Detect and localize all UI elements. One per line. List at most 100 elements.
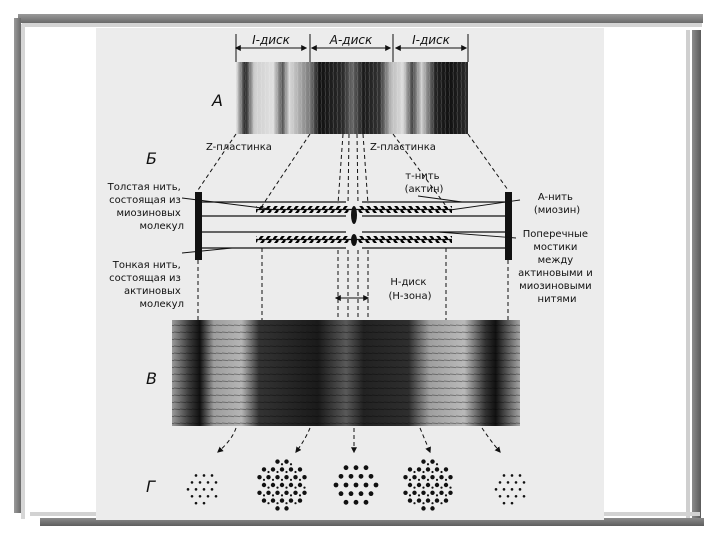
actin-dot [186, 488, 190, 491]
actin-dot [435, 478, 439, 481]
actin-dot [276, 486, 279, 489]
actin-dot [276, 502, 279, 505]
myosin-dot [284, 490, 289, 495]
myosin-dot [443, 467, 449, 472]
myosin-dot [421, 506, 426, 511]
actin-dot [202, 501, 206, 505]
myosin-dot [270, 498, 276, 503]
myosin-dot [443, 498, 449, 503]
actin-dot [198, 481, 202, 484]
actin-dot [502, 501, 506, 505]
cross-section-4 [403, 459, 453, 511]
myosin-dot [412, 475, 417, 480]
thick-filament-label: Толстая нить, состоящая из миозиновых мо… [107, 182, 184, 232]
actin-dot [294, 486, 297, 489]
frame-bottom-bar [40, 518, 704, 526]
myosin-dot [434, 467, 440, 472]
actin-dot [267, 486, 270, 489]
myosin-dot [343, 482, 349, 488]
myosin-dot [421, 459, 426, 464]
myosin-dot [430, 490, 435, 495]
actin-dot [408, 494, 412, 497]
myosin-dot [403, 475, 408, 480]
actin-dot [285, 502, 288, 505]
actin-dot [506, 481, 510, 484]
myosin-dot [353, 482, 359, 488]
myosin-dot [288, 482, 294, 488]
actin-dot [449, 486, 452, 489]
myosin-dot [407, 482, 413, 488]
myosin-dot [407, 498, 413, 503]
actin-dot [298, 494, 302, 497]
panel-letter-d: Г [146, 477, 156, 496]
cross-section-2 [257, 459, 307, 511]
actin-dot [417, 494, 421, 497]
myosin-dot [434, 498, 440, 503]
myosin-dot [412, 490, 417, 495]
cross-sections [186, 459, 526, 511]
sarcomere-schematic [195, 192, 512, 260]
myosin-dot [358, 473, 364, 479]
frame-right-highlight [686, 30, 690, 520]
actin-dot [303, 486, 306, 489]
myosin-dot [266, 490, 271, 495]
myosin-dot [439, 490, 444, 495]
myosin-dot [443, 482, 449, 488]
projection-lines-bottom [197, 248, 509, 320]
actin-dot [494, 488, 498, 491]
myosin-dot [338, 473, 344, 479]
myosin-dot [348, 491, 354, 497]
actin-dot [194, 474, 198, 477]
myosin-dot [293, 475, 298, 480]
actin-dot [289, 463, 293, 466]
myosin-dot [284, 459, 289, 464]
micrograph-a [236, 62, 468, 134]
myosin-dot [297, 482, 303, 488]
myosin-dot [293, 490, 298, 495]
actin-dot [502, 474, 506, 477]
actin-dot [426, 494, 430, 497]
actin-dot [413, 486, 416, 489]
actin-dot [510, 474, 514, 477]
cross-section-3 [333, 465, 379, 505]
myosin-dot [261, 467, 267, 472]
myosin-dot [302, 490, 307, 495]
cross-section-5 [494, 474, 526, 505]
actin-dot [514, 481, 518, 484]
myosin-dot [368, 473, 374, 479]
myosin-dot [261, 498, 267, 503]
band-headings: I-диск A-диск I-диск [234, 33, 469, 62]
myosin-dot [257, 490, 262, 495]
actin-dot [498, 494, 502, 498]
a-disk-label: A-диск [329, 33, 373, 47]
myosin-dot [338, 491, 344, 497]
myosin-dot [363, 465, 369, 471]
myosin-dot [279, 467, 285, 472]
actin-dot [206, 481, 210, 484]
myosin-dot [434, 482, 440, 488]
actin-dot [408, 478, 412, 481]
actin-dot [280, 494, 284, 497]
actin-dot [426, 463, 430, 466]
actin-dot [214, 481, 218, 484]
myosin-dot [425, 482, 431, 488]
actin-dot [285, 486, 288, 489]
actin-dot [294, 502, 297, 505]
myosin-dot [430, 506, 435, 511]
i-disk-left-label: I-диск [252, 33, 291, 47]
z-line-left [195, 192, 202, 260]
myosin-dot [416, 498, 422, 503]
actin-dot [194, 488, 198, 491]
myosin-dot [363, 482, 369, 488]
actin-dot [502, 488, 506, 491]
actin-dot [440, 486, 443, 489]
actin-dot [498, 481, 502, 484]
myosin-dot [288, 498, 294, 503]
actin-dot [194, 501, 198, 505]
myosin-dot [275, 506, 280, 511]
panel-letter-b: Б [146, 149, 157, 168]
actin-dot [214, 494, 218, 498]
myosin-dot [358, 491, 364, 497]
myosin-dot [266, 475, 271, 480]
